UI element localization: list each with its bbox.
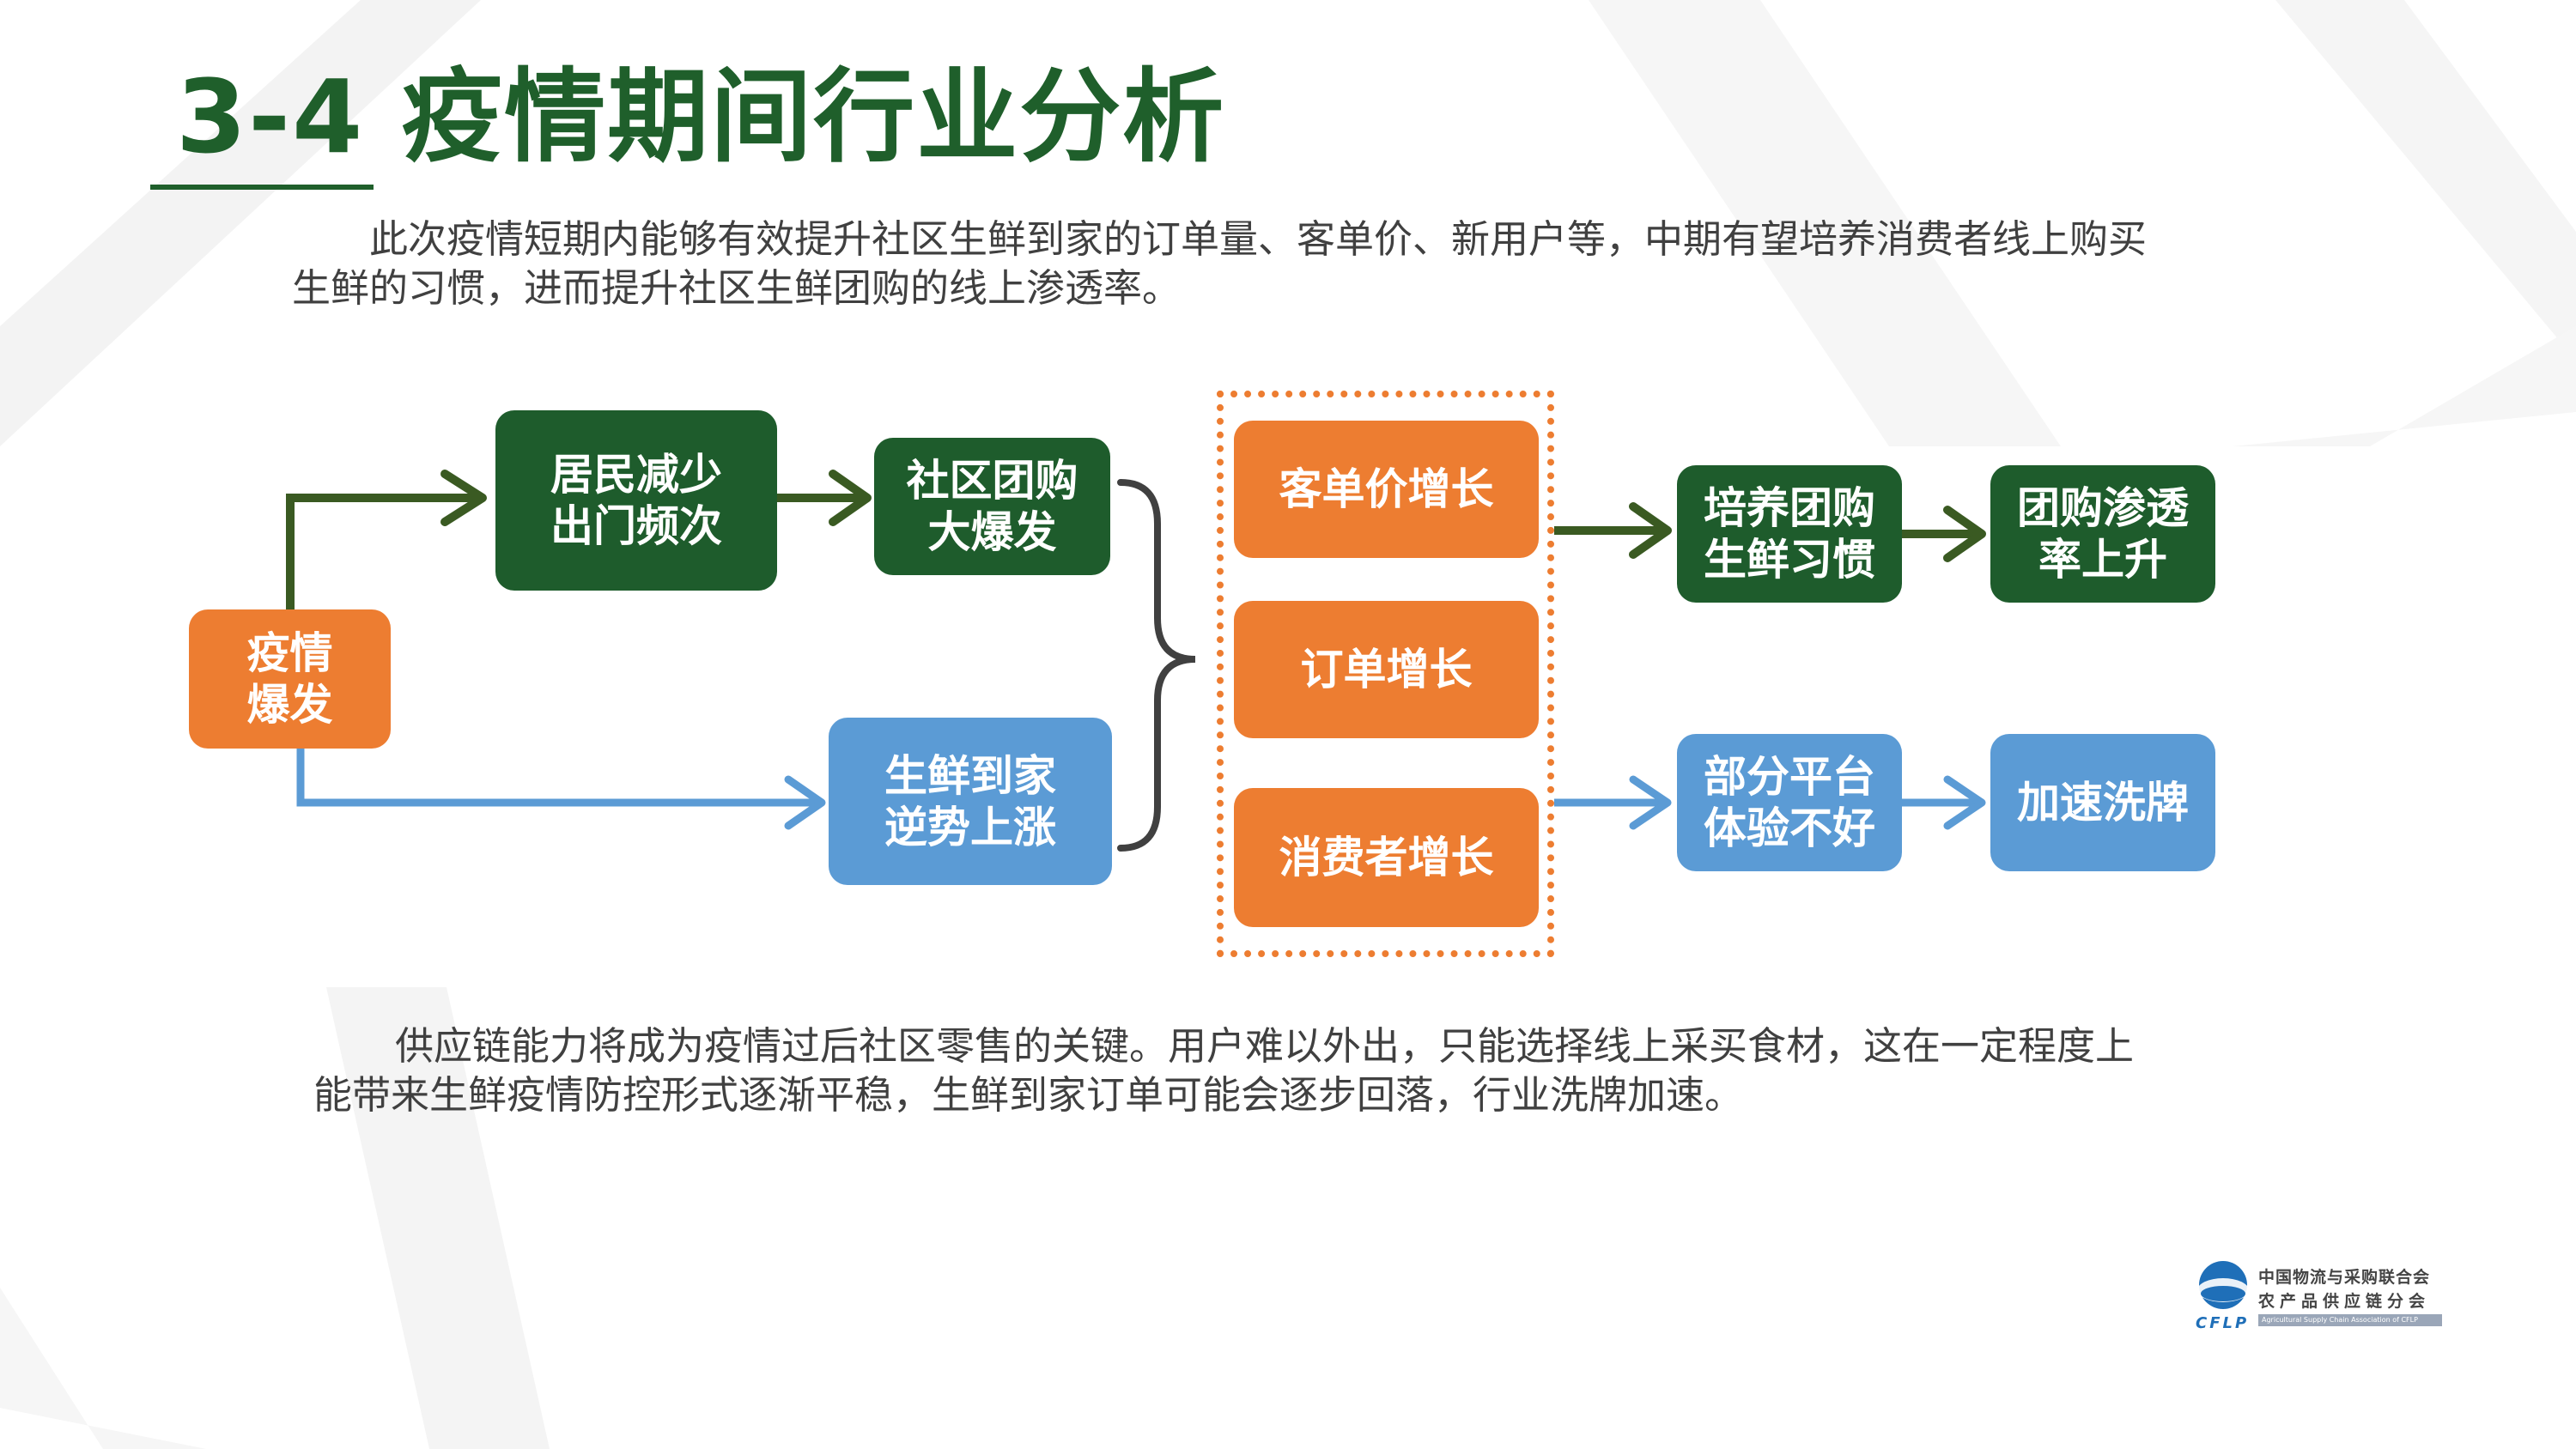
arrowhead-growth-to-habit: [1629, 502, 1672, 559]
node-groupbuy-line-1: 社区团购: [906, 456, 1078, 506]
node-poor-line-2: 体验不好: [1704, 803, 1875, 853]
conclusion-paragraph: 供应链能力将成为疫情过后社区零售的关键。用户难以外出，只能选择线上采买食材，这在…: [313, 1023, 2135, 1118]
intro-paragraph: 此次疫情短期内能够有效提升社区生鲜到家的订单量、客单价、新用户等，中期有望培养消…: [292, 216, 2148, 311]
logo-abbreviation: CFLP: [2196, 1314, 2250, 1332]
arrowhead-poor-to-reshuffle: [1943, 775, 1986, 830]
arrow-outbreak-to-residents: [286, 494, 481, 609]
node-order-growth: 订单增长: [1234, 601, 1539, 738]
node-consumer-growth: 消费者增长: [1234, 788, 1539, 927]
arrowhead-residents-to-groupbuy: [829, 470, 872, 526]
node-habit-line-2: 生鲜习惯: [1704, 535, 1875, 585]
node-penetration-line-2: 率上升: [2038, 535, 2167, 585]
arrowhead-outbreak-to-fresh: [784, 775, 826, 830]
node-avg-order-label: 客单价增长: [1279, 464, 1494, 514]
node-residents-line-2: 出门频次: [550, 501, 722, 551]
node-penetration-line-1: 团购渗透: [2017, 483, 2189, 533]
node-groupbuy-line-2: 大爆发: [927, 507, 1057, 557]
node-residents-fewer-outings: 居民减少 出门频次: [495, 410, 777, 591]
grouping-brace: [1117, 479, 1196, 852]
node-groupbuy-boom: 社区团购 大爆发: [874, 438, 1110, 575]
cflp-logo: 中国物流与采购联合会 农产品供应链分会 CFLP Agricultural Su…: [2194, 1258, 2451, 1339]
node-outbreak-line-2: 爆发: [246, 680, 333, 730]
node-fresh-line-2: 逆势上涨: [884, 802, 1056, 852]
node-fresh-line-1: 生鲜到家: [884, 750, 1056, 801]
node-poor-line-1: 部分平台: [1704, 752, 1875, 802]
arrowhead-outbreak-to-residents: [440, 470, 487, 526]
logo-english-name: Agricultural Supply Chain Association of…: [2258, 1314, 2442, 1326]
arrow-outbreak-to-fresh: [296, 745, 820, 807]
node-accelerated-reshuffle: 加速洗牌: [1990, 734, 2215, 871]
node-orders-label: 订单增长: [1300, 645, 1473, 694]
node-build-habit: 培养团购 生鲜习惯: [1677, 465, 1902, 603]
node-avg-order-growth: 客单价增长: [1234, 421, 1539, 558]
page-title: 3-4 疫情期间行业分析: [176, 58, 1226, 176]
node-outbreak-line-1: 疫情: [246, 628, 333, 678]
globe-logo-icon: [2197, 1261, 2249, 1309]
node-residents-line-1: 居民减少: [550, 450, 722, 500]
logo-name-line-1: 中国物流与采购联合会: [2258, 1268, 2431, 1287]
arrowhead-habit-to-penetration: [1943, 506, 1986, 562]
node-consumers-label: 消费者增长: [1279, 833, 1494, 882]
node-reshuffle-label: 加速洗牌: [2017, 778, 2189, 828]
title-underline: [150, 185, 374, 190]
logo-name-line-2: 农产品供应链分会: [2258, 1292, 2431, 1311]
arrowhead-growth-to-poor-experience: [1629, 775, 1672, 830]
node-fresh-delivery-rise: 生鲜到家 逆势上涨: [829, 718, 1112, 885]
node-penetration-rise: 团购渗透 率上升: [1990, 465, 2215, 603]
node-outbreak: 疫情 爆发: [189, 609, 391, 749]
node-poor-experience: 部分平台 体验不好: [1677, 734, 1902, 871]
node-habit-line-1: 培养团购: [1704, 483, 1875, 533]
growth-group-box: [1217, 391, 1554, 957]
